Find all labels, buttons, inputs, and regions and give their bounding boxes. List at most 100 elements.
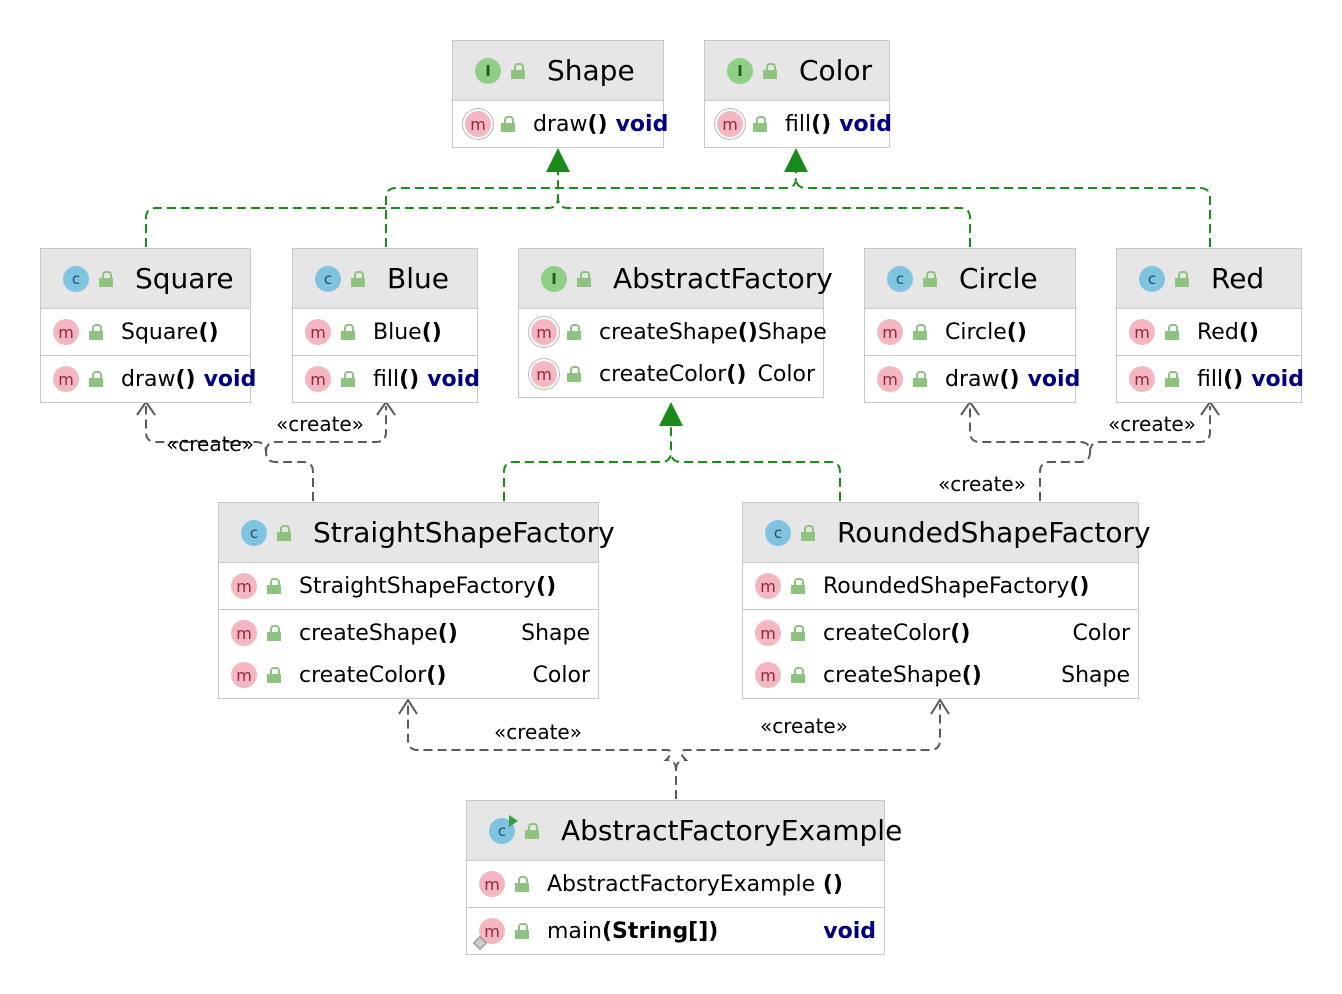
method-icon: m	[465, 111, 491, 137]
return-type: Color	[532, 662, 590, 688]
method-row[interactable]: m createColor() Color	[743, 612, 1138, 654]
node-title: Color	[799, 54, 873, 87]
interface-color[interactable]: I Color m fill() void	[704, 40, 892, 148]
arrowhead-color	[784, 148, 808, 172]
return-type: void	[839, 111, 892, 137]
node-header: c Circle	[865, 249, 1075, 309]
method-row[interactable]: m draw() void	[41, 358, 256, 400]
return-type: void	[203, 366, 257, 392]
run-arrow-icon	[509, 814, 518, 827]
constructor-row[interactable]: m AbstractFactoryExample ()	[467, 863, 884, 905]
public-lock-icon	[515, 923, 529, 939]
method-row[interactable]: m createColor() Color	[219, 654, 598, 696]
method-row[interactable]: m fill() void	[705, 103, 892, 145]
interface-shape[interactable]: I Shape m draw() void	[452, 40, 668, 148]
interface-icon: I	[541, 265, 567, 292]
method-icon: m	[717, 111, 743, 137]
return-type: Shape	[521, 620, 590, 646]
interface-abstract-factory[interactable]: I AbstractFactory m createShape() Shape …	[518, 248, 833, 398]
method-icon: m	[755, 573, 781, 599]
node-header: c Square	[41, 249, 250, 309]
method-parens: ()	[399, 366, 420, 392]
return-type: void	[1027, 366, 1081, 392]
node-header: c Red	[1117, 249, 1301, 309]
constructor-row[interactable]: m Circle()	[865, 311, 1075, 353]
class-abstract-factory-example[interactable]: c AbstractFactoryExample m AbstractFacto…	[466, 800, 902, 955]
public-lock-icon	[577, 270, 591, 287]
constructors-section: m Blue()	[293, 309, 477, 356]
public-lock-icon	[753, 116, 767, 132]
public-lock-icon	[763, 62, 777, 79]
method-row[interactable]: m createShape() Shape	[519, 311, 827, 353]
method-parens: ()	[999, 366, 1020, 392]
method-name: createShape	[599, 319, 738, 345]
public-lock-icon	[1175, 270, 1189, 287]
constructor-name: StraightShapeFactory	[299, 573, 537, 599]
constructor-row[interactable]: m StraightShapeFactory()	[219, 565, 598, 607]
method-parens: ()	[1223, 366, 1244, 392]
method-row[interactable]: m draw() void	[865, 358, 1080, 400]
class-square[interactable]: c Square m Square() m draw() void	[40, 248, 256, 403]
node-header: I Color	[705, 41, 889, 101]
node-title: Red	[1211, 262, 1265, 295]
constructors-section: m Square()	[41, 309, 250, 356]
method-row[interactable]: m createShape() Shape	[743, 654, 1138, 696]
edge-straight-implements-factory	[503, 425, 672, 501]
class-circle[interactable]: c Circle m Circle() m draw() void	[864, 248, 1080, 403]
create-label-straight: «create»	[494, 720, 582, 744]
constructor-row[interactable]: m Square()	[41, 311, 250, 353]
edge-red-implements-color	[795, 177, 1211, 247]
class-icon: c	[887, 265, 913, 292]
method-icon: m	[1129, 319, 1155, 345]
edge-straight-creates-blue	[265, 406, 387, 453]
method-icon: m	[53, 319, 79, 345]
public-lock-icon	[515, 876, 529, 892]
methods-section: m fill() void	[293, 356, 480, 402]
method-name: createColor	[299, 662, 427, 688]
methods-section: m createColor() Color m createShape() Sh…	[743, 610, 1138, 698]
method-row[interactable]: m fill() void	[293, 358, 480, 400]
method-parens: ()	[421, 319, 442, 345]
node-title: Blue	[387, 262, 449, 295]
public-lock-icon	[791, 667, 805, 683]
node-title: Circle	[959, 262, 1038, 295]
public-lock-icon	[913, 324, 927, 340]
static-method-icon: m	[472, 918, 505, 951]
constructor-row[interactable]: m Blue()	[293, 311, 477, 353]
create-label-red: «create»	[1108, 412, 1196, 436]
method-row[interactable]: m fill() void	[1117, 358, 1304, 400]
node-title: AbstractFactoryExample	[561, 814, 903, 847]
node-title: StraightShapeFactory	[313, 516, 615, 549]
class-straight-shape-factory[interactable]: c StraightShapeFactory m StraightShapeFa…	[218, 502, 615, 699]
public-lock-icon	[341, 371, 355, 387]
method-row[interactable]: m createColor() Color	[519, 353, 823, 395]
public-lock-icon	[913, 371, 927, 387]
constructor-row[interactable]: m RoundedShapeFactory()	[743, 565, 1138, 607]
method-row[interactable]: m draw() void	[453, 103, 668, 145]
constructors-section: m RoundedShapeFactory()	[743, 563, 1138, 610]
method-parens: ()	[437, 620, 458, 646]
return-type: Color	[1072, 620, 1130, 646]
class-red[interactable]: c Red m Red() m fill() void	[1116, 248, 1304, 403]
class-icon: c	[1139, 265, 1165, 292]
method-parens: ()	[1006, 319, 1027, 345]
constructor-row[interactable]: m Red()	[1117, 311, 1301, 353]
return-type: void	[1251, 366, 1304, 392]
method-parens: ()	[426, 662, 447, 688]
method-name: fill	[1197, 366, 1224, 392]
method-row[interactable]: m main(String[]) void	[467, 910, 884, 952]
method-row[interactable]: m createShape() Shape	[219, 612, 598, 654]
method-name: createShape	[299, 620, 438, 646]
node-title: RoundedShapeFactory	[837, 516, 1151, 549]
public-lock-icon	[341, 324, 355, 340]
method-parens: ()	[587, 111, 608, 137]
methods-section: m draw() void	[41, 356, 256, 402]
public-lock-icon	[567, 366, 581, 382]
method-name: fill	[785, 111, 812, 137]
class-rounded-shape-factory[interactable]: c RoundedShapeFactory m RoundedShapeFact…	[742, 502, 1151, 699]
methods-section: m draw() void	[453, 101, 668, 147]
edge-example-creates-straight	[407, 704, 677, 799]
constructor-name: Circle	[945, 319, 1007, 345]
class-blue[interactable]: c Blue m Blue() m fill() void	[292, 248, 480, 403]
method-name: main	[547, 918, 602, 944]
